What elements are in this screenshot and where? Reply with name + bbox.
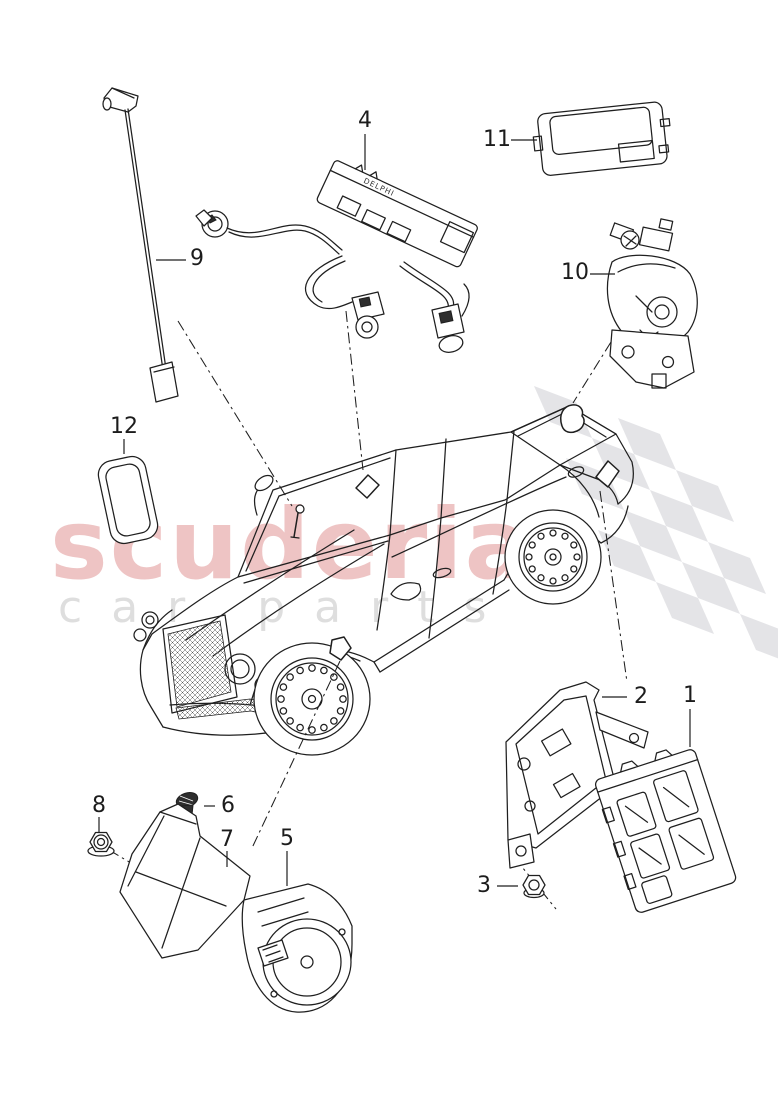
callout-2-bracket: 2 <box>634 684 648 709</box>
callout-5-siren: 5 <box>280 826 294 851</box>
part-trunk-latch <box>606 218 698 389</box>
car-illustration <box>133 404 634 756</box>
part-control-unit <box>594 749 737 913</box>
leader-latch-to-shelf <box>572 341 612 404</box>
leader-fender-to-siren <box>251 660 341 849</box>
part-adhesive-pad <box>97 455 159 545</box>
part-antenna-amplifier-module <box>195 160 478 353</box>
callout-ticks <box>98 134 691 887</box>
roof-location-marker <box>355 474 380 499</box>
rear-wheel <box>504 509 602 605</box>
callout-10-latch: 10 <box>561 260 589 285</box>
callout-11-module: 11 <box>483 127 511 152</box>
part-nut-3 <box>522 874 546 899</box>
callout-8-nut: 8 <box>92 793 106 818</box>
front-wheel <box>253 642 371 756</box>
callout-9-antenna-rod: 9 <box>190 246 204 271</box>
checkered-flag-motif <box>534 386 778 659</box>
front-fender-location-marker <box>329 636 352 661</box>
part-siren <box>241 883 353 1013</box>
callout-1-control-unit: 1 <box>683 683 697 708</box>
part-mounting-bracket <box>505 681 649 869</box>
callout-12-pad: 12 <box>110 414 138 439</box>
part-nut-8 <box>87 831 115 857</box>
parcel-shelf-location-marker <box>560 404 585 434</box>
windshield-antenna-mast <box>290 504 305 539</box>
callout-4-module: 4 <box>358 108 372 133</box>
part-antenna-rod <box>102 87 179 403</box>
part-control-module <box>532 101 671 176</box>
callout-7-bracket-cover: 7 <box>220 827 234 852</box>
callout-3-nut: 3 <box>477 873 491 898</box>
callout-6-grommet: 6 <box>221 793 235 818</box>
leader-rod-to-mast <box>177 320 293 507</box>
rear-deck-location-marker <box>595 460 620 488</box>
leader-module-to-roof <box>345 310 364 471</box>
leader-deck-to-bracket <box>599 490 628 683</box>
